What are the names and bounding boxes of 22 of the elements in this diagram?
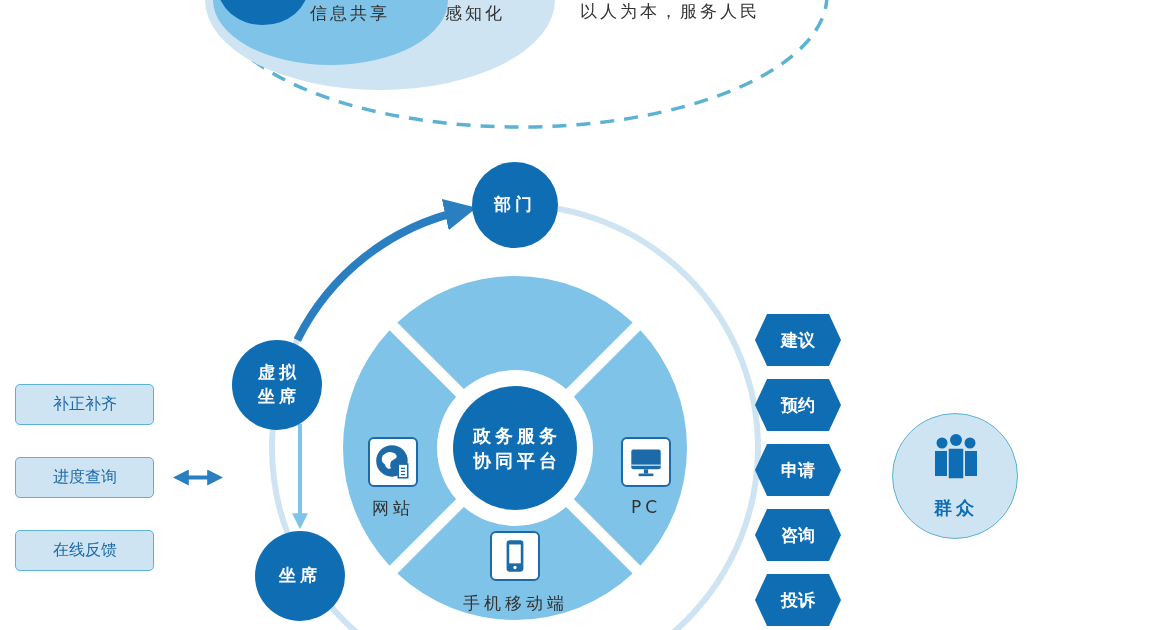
label-text: 以人为本，服务人民 <box>580 0 760 23</box>
node-label: 群众 <box>933 496 979 520</box>
node-label: PC <box>629 497 663 517</box>
option-box: 在线反馈 <box>15 530 154 571</box>
arrow <box>172 469 224 486</box>
node-label: 部门 <box>494 193 536 217</box>
hexagon-tag: 预约 <box>755 379 841 431</box>
arrow <box>292 423 308 530</box>
node-label: 虚拟坐席 <box>256 361 301 408</box>
hexagon-tag: 申请 <box>755 444 841 496</box>
node-label: 网站 <box>371 497 415 520</box>
node-label: 政务服务协同平台 <box>472 423 562 473</box>
node-label: 手机移动端 <box>461 592 569 615</box>
hexagon-tag: 建议 <box>755 314 841 366</box>
label-text: 感知化 <box>445 2 505 25</box>
option-box: 进度查询 <box>15 457 154 498</box>
platform-circle <box>453 386 577 510</box>
node-label: 坐席 <box>279 564 321 588</box>
hexagon-tag: 咨询 <box>755 509 841 561</box>
option-box: 补正补齐 <box>15 384 154 425</box>
hexagon-tag: 投诉 <box>755 574 841 626</box>
label-text: 信息共享 <box>310 2 390 25</box>
